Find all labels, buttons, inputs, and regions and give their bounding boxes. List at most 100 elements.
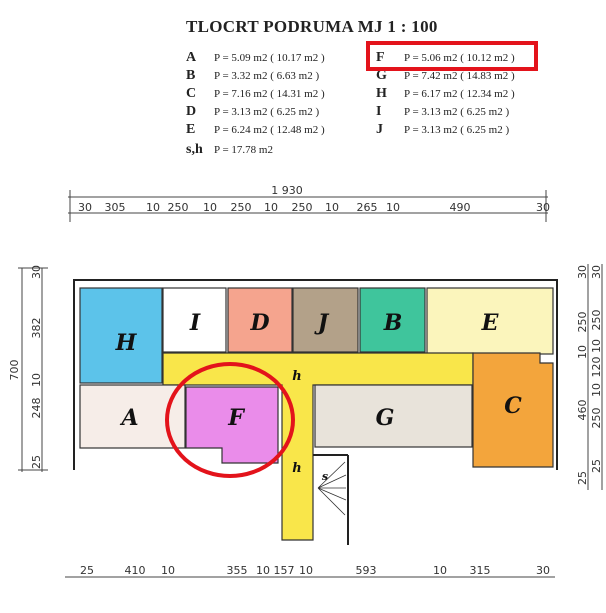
dimension-label: 593 (356, 564, 377, 577)
dimension-label: 10 (433, 564, 447, 577)
dimension-label: 25 (576, 471, 589, 485)
dimension-label: 30 (590, 265, 603, 279)
dimension-label: 265 (357, 201, 378, 214)
room-h-fill (79, 287, 163, 384)
dimension-label: 120 (590, 357, 603, 378)
area-row: H P = 6.17 m2 ( 12.34 m2 ) (376, 86, 515, 102)
area-value: P = 6.17 m2 ( 12.34 m2 ) (404, 88, 515, 100)
room-label-d: D (249, 310, 269, 336)
dimension-label: 30 (536, 564, 550, 577)
dimension-label: 305 (105, 201, 126, 214)
dimension-label: 382 (30, 318, 43, 339)
dimension-lines (18, 190, 603, 578)
area-value: P = 6.24 m2 ( 12.48 m2 ) (214, 124, 325, 136)
area-row: G P = 7.42 m2 ( 14.83 m2 ) (376, 68, 515, 84)
room-d-fill (227, 287, 293, 353)
area-value: P = 3.13 m2 ( 6.25 m2 ) (214, 106, 320, 118)
dimension-label: 10 (264, 201, 278, 214)
room-label-h: H (115, 330, 138, 356)
dimension-label: 410 (125, 564, 146, 577)
dimension-label: 10 (386, 201, 400, 214)
dimension-label: 25 (80, 564, 94, 577)
area-value: P = 3.32 m2 ( 6.63 m2 ) (214, 70, 320, 82)
area-room-letter: I (376, 104, 382, 119)
area-room-letter: F (376, 50, 385, 65)
area-value: P = 3.13 m2 ( 6.25 m2 ) (404, 124, 510, 136)
room-e-fill (426, 287, 554, 355)
area-value: P = 17.78 m2 (214, 144, 273, 156)
room-c-fill (472, 352, 554, 468)
dimension-label: 25 (590, 459, 603, 473)
stairs (317, 461, 347, 516)
highlight-box-room-f (366, 41, 538, 71)
room-label-g: G (376, 405, 395, 431)
dimension-label: 10 (325, 201, 339, 214)
room-label-a: A (119, 405, 138, 431)
room-label-c: C (504, 393, 522, 419)
dimension-label: 460 (576, 400, 589, 421)
area-room-letter: A (186, 50, 197, 65)
dimension-label: 30 (78, 201, 92, 214)
area-room-letter: C (186, 86, 197, 101)
dimension-label: 250 (576, 312, 589, 333)
dimension-label: 355 (227, 564, 248, 577)
area-room-letter: E (186, 122, 196, 137)
dimension-label: 10 (256, 564, 270, 577)
dimension-label: 315 (470, 564, 491, 577)
area-room-letter: D (186, 104, 197, 119)
plan-title: TLOCRT PODRUMA MJ 1 : 100 (186, 17, 438, 36)
dimension-label: 10 (590, 339, 603, 353)
dimension-label: 10 (161, 564, 175, 577)
area-room-letter: B (186, 68, 196, 83)
room-label-b: B (383, 310, 403, 336)
dimension-label: 30 (576, 265, 589, 279)
dimension-label: 10 (146, 201, 160, 214)
room-label-h-hall-2: h (292, 461, 301, 476)
room-i-fill (162, 287, 227, 353)
dimension-label: 490 (450, 201, 471, 214)
dimension-label: 30 (30, 265, 43, 279)
area-row: C P = 7.16 m2 ( 14.31 m2 ) (186, 86, 325, 102)
room-b-fill (359, 287, 426, 353)
area-row: I P = 3.13 m2 ( 6.25 m2 ) (376, 104, 509, 120)
room-label-j: J (314, 310, 330, 336)
area-room-letter: H (376, 86, 387, 101)
dimension-label: 10 (203, 201, 217, 214)
area-value: P = 5.09 m2 ( 10.17 m2 ) (214, 52, 325, 64)
area-value: P = 3.13 m2 ( 6.25 m2 ) (404, 106, 510, 118)
room-a-fill (79, 384, 186, 449)
dimension-label: 250 (590, 408, 603, 429)
room-label-i: I (189, 310, 201, 336)
highlight-circle-room-f (165, 362, 295, 478)
room-label-f: F (227, 405, 245, 431)
room-f-fill (185, 386, 279, 464)
dimension-label: 157 (274, 564, 295, 577)
area-row: E P = 6.24 m2 ( 12.48 m2 ) (186, 122, 325, 138)
room-j-fill (292, 287, 359, 353)
area-value: P = 7.42 m2 ( 14.83 m2 ) (404, 70, 515, 82)
room-label-h-hall: h (292, 369, 301, 384)
dimension-label: 10 (299, 564, 313, 577)
area-row: s,h P = 17.78 m2 (186, 142, 273, 158)
dimension-label: 10 (590, 383, 603, 397)
dimension-label: 250 (168, 201, 189, 214)
area-room-letter: s,h (186, 142, 203, 157)
dimension-label: 250 (231, 201, 252, 214)
area-value: P = 7.16 m2 ( 14.31 m2 ) (214, 88, 325, 100)
dimension-label: 25 (30, 455, 43, 469)
area-row: A P = 5.09 m2 ( 10.17 m2 ) (186, 50, 325, 66)
area-room-letter: G (376, 68, 387, 83)
dim-top-total: 1 930 (271, 184, 303, 197)
area-row: D P = 3.13 m2 ( 6.25 m2 ) (186, 104, 319, 120)
dimension-label: 10 (30, 373, 43, 387)
room-g-fill (314, 384, 473, 448)
dimension-label: 250 (292, 201, 313, 214)
room-label-s: s (322, 470, 328, 483)
room-label-e: E (481, 310, 500, 336)
area-row: B P = 3.32 m2 ( 6.63 m2 ) (186, 68, 319, 84)
